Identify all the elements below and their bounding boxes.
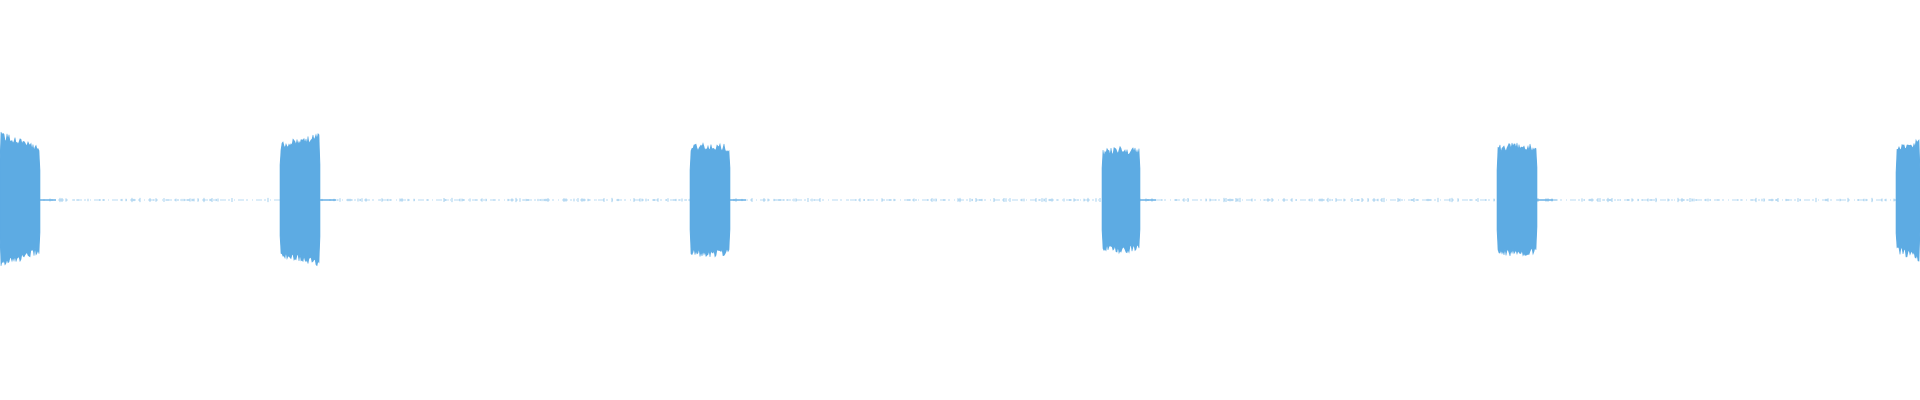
waveform-burst bbox=[1101, 145, 1141, 255]
waveform-bursts bbox=[0, 131, 1920, 267]
waveform-burst bbox=[689, 142, 731, 258]
waveform-burst bbox=[0, 131, 41, 266]
waveform-burst bbox=[1496, 142, 1538, 257]
waveform-burst bbox=[1895, 138, 1920, 262]
waveform-burst bbox=[279, 133, 321, 267]
